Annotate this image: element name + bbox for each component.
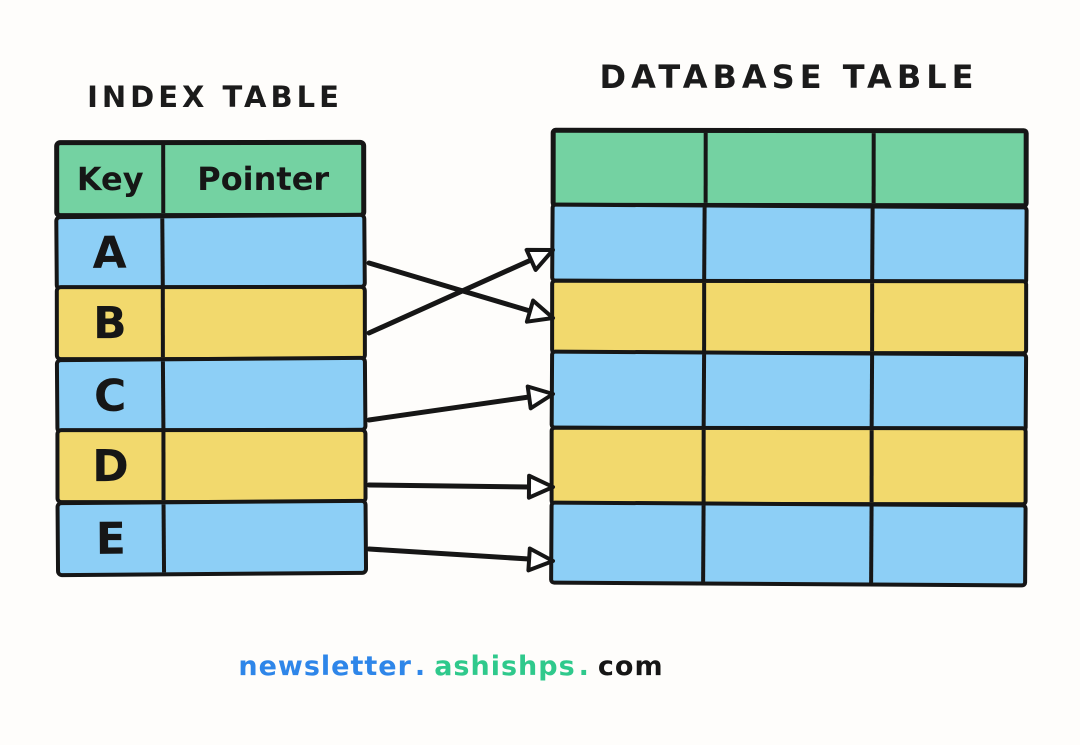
db-row-4	[549, 349, 1029, 432]
db-cell	[870, 283, 1025, 352]
index-pointer-b	[165, 289, 363, 357]
db-row-1	[550, 127, 1029, 209]
index-key-a: A	[58, 217, 165, 287]
arrow-c-to-row4	[366, 384, 555, 423]
database-table-title: DATABASE TABLE	[599, 58, 979, 96]
index-row-a: A	[54, 212, 367, 291]
db-cell	[870, 207, 1025, 281]
index-pointer-a	[164, 216, 363, 285]
db-cell	[701, 504, 870, 582]
index-header-pointer: Pointer	[197, 159, 330, 199]
db-cell	[869, 505, 1024, 583]
index-key-b: B	[58, 289, 165, 358]
index-pointer-e	[166, 502, 365, 571]
index-key-e: E	[59, 503, 167, 573]
db-cell	[554, 353, 702, 426]
db-cell	[553, 504, 701, 581]
index-row-d: D	[55, 427, 368, 505]
db-cell	[701, 429, 870, 503]
footer-url: newsletter.ashishps.com	[0, 651, 902, 682]
index-table: Key Pointer A B C D E	[54, 139, 369, 577]
db-cell	[556, 133, 704, 203]
db-cell	[702, 206, 871, 280]
arrow-a-to-row3	[366, 260, 555, 324]
db-cell	[701, 353, 871, 427]
db-cell	[869, 430, 1024, 503]
db-cell	[869, 354, 1025, 428]
footer-ashishps: ashishps	[434, 651, 576, 682]
index-row-e: E	[55, 498, 369, 577]
index-pointer-c	[165, 359, 364, 428]
db-cell	[554, 430, 702, 502]
db-row-5	[549, 425, 1028, 507]
index-header-key: Key	[59, 145, 166, 214]
index-table-header-row: Key Pointer	[54, 139, 367, 219]
footer-dot-2: .	[578, 651, 590, 682]
database-table	[549, 127, 1029, 587]
index-row-b: B	[54, 284, 367, 362]
index-key-c: C	[58, 360, 166, 430]
db-cell	[703, 132, 872, 204]
db-cell	[554, 283, 702, 351]
index-table-title: INDEX TABLE	[87, 80, 343, 114]
db-cell	[871, 133, 1024, 204]
footer-newsletter: newsletter	[238, 651, 412, 682]
db-row-3	[550, 278, 1029, 356]
db-row-2	[550, 202, 1029, 285]
footer-com: com	[597, 651, 664, 682]
index-pointer-d	[165, 432, 363, 500]
index-key-d: D	[59, 432, 166, 501]
arrow-d-to-row5	[366, 473, 555, 500]
arrow-e-to-row6	[366, 546, 555, 573]
db-row-6	[549, 500, 1028, 587]
footer-dot-1: .	[414, 651, 427, 682]
index-row-c: C	[54, 355, 368, 434]
arrow-b-to-row2	[366, 247, 555, 336]
db-cell	[702, 282, 871, 352]
db-cell	[554, 206, 702, 279]
